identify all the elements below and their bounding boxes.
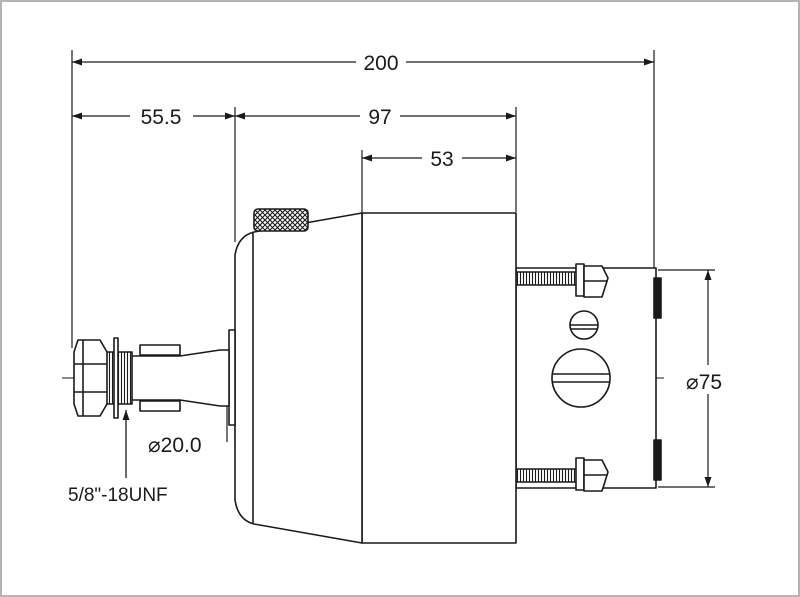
dimension-housing-depth: 53 <box>362 148 516 171</box>
dimension-body-to-back: 97 <box>235 106 516 129</box>
rear-port-top <box>653 277 662 319</box>
dimension-back-diameter: ⌀75 <box>686 270 722 487</box>
diameter-symbol: ⌀ <box>148 434 161 457</box>
mounting-plate <box>228 329 236 426</box>
hex-nut <box>73 339 108 417</box>
washer-bottom <box>575 457 585 491</box>
dimension-label-shaft-diameter: ⌀20.0 <box>148 434 202 457</box>
threaded-section <box>105 351 133 405</box>
dimension-shaft-to-body: 55.5 <box>72 106 235 129</box>
shaft-diameter-value: 20.0 <box>161 434 202 457</box>
dimension-overall: 200 <box>72 52 654 75</box>
dimension-label-back-diameter: ⌀75 <box>686 371 722 394</box>
main-housing <box>361 212 517 544</box>
dimension-label-overall: 200 <box>363 52 398 75</box>
filler-cap <box>253 208 309 232</box>
dimension-label-body-to-back: 97 <box>368 106 391 129</box>
washer-top <box>575 263 585 297</box>
tie-rod-bottom <box>515 468 583 483</box>
rear-port-bottom <box>653 439 662 481</box>
tie-rod-top <box>515 271 583 286</box>
diameter-symbol: ⌀ <box>686 371 699 394</box>
screw-head-large <box>551 348 611 408</box>
tapered-front <box>234 212 363 544</box>
thread-callout: 5/8"-18UNF <box>68 410 168 506</box>
dimension-label-shaft-to-body: 55.5 <box>141 106 182 129</box>
shaft-key-bottom <box>139 400 181 412</box>
pump-drawing <box>73 208 662 544</box>
dimension-label-housing-depth: 53 <box>430 148 453 171</box>
back-diameter-value: 75 <box>699 371 722 394</box>
thread-spec-label: 5/8"-18UNF <box>68 485 168 506</box>
lock-washer <box>113 337 119 419</box>
shaft <box>129 349 230 407</box>
shaft-key-top <box>139 344 181 356</box>
